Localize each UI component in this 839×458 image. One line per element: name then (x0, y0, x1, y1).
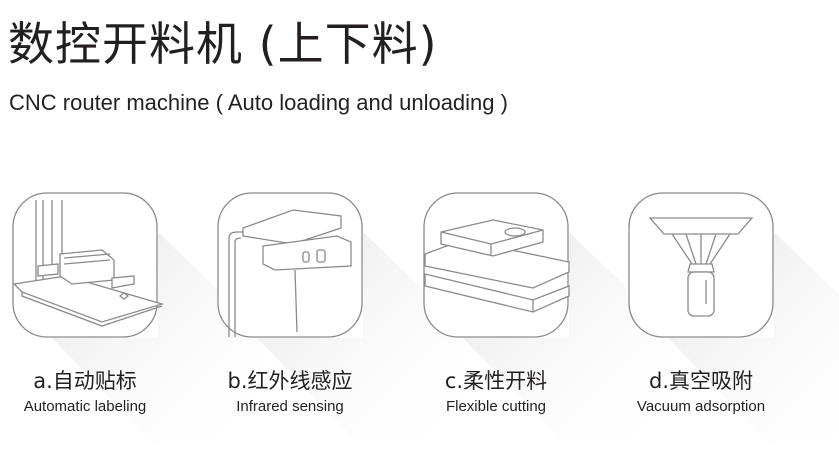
feature-sublabel: Flexible cutting (445, 398, 547, 415)
feature-sublabel: Automatic labeling (23, 398, 147, 415)
flexible-cutting-icon (423, 192, 570, 338)
tile-shadow (668, 232, 839, 442)
infrared-sensor-icon (217, 192, 363, 338)
feature-label: c.柔性开料 (444, 369, 548, 393)
feature-label: a.自动贴标 (33, 369, 137, 393)
feature-sublabel: Vacuum adsorption (636, 398, 766, 415)
vacuum-suction-icon (628, 192, 774, 338)
feature-sublabel: Infrared sensing (236, 398, 344, 415)
tile-shadow (52, 232, 262, 442)
feature-label: b.红外线感应 (227, 369, 353, 393)
page-subtitle: CNC router machine ( Auto loading and un… (9, 90, 508, 115)
tile-shadow (257, 232, 467, 442)
feature-label: d.真空吸附 (648, 369, 753, 393)
labeling-machine-icon (12, 192, 165, 338)
page-title: 数控开料机 (上下料) (8, 17, 438, 71)
tile-shadow (463, 232, 673, 442)
